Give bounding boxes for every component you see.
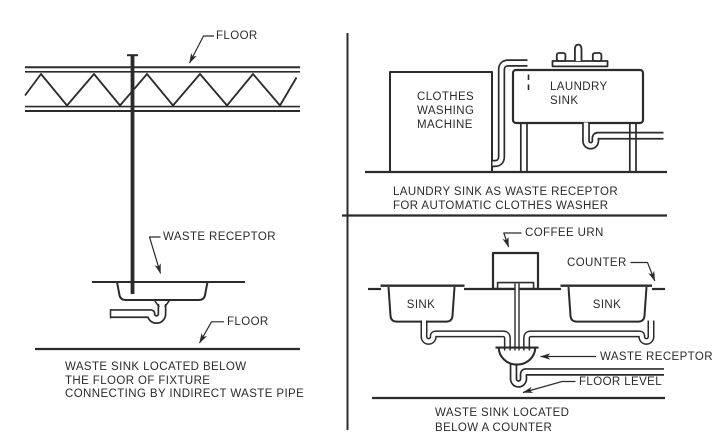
- waste-receptor-basin: [116, 281, 209, 301]
- faucet-left-handle: [555, 52, 567, 62]
- laundry-sink-box: [511, 68, 645, 125]
- floor-bottom-leader-arrow: [198, 321, 224, 344]
- floor-top-label: FLOOR: [216, 30, 258, 42]
- counter-leader-arrow: [630, 261, 656, 282]
- bottom-right-panel-drawing: [368, 232, 665, 400]
- washer-hose-inner: [492, 61, 528, 166]
- waste-receptor-leader-arrow: [148, 236, 162, 274]
- clothes-washer-label: CLOTHES WASHING MACHINE: [417, 90, 474, 132]
- faucet-right-handle: [591, 52, 603, 62]
- counter-right-sink-basin: [567, 286, 648, 323]
- caption-line: FOR AUTOMATIC CLOTHES WASHER: [393, 199, 609, 212]
- left-panel-drawing: [24, 35, 300, 351]
- truss-floor-drawing: [24, 66, 300, 112]
- label-line: LAUNDRY: [550, 81, 608, 93]
- laundry-sink-label: LAUNDRY SINK: [550, 80, 608, 108]
- drain-funnel-right-flare: [164, 300, 170, 308]
- coffee-urn-label: COFFEE URN: [525, 227, 604, 239]
- truss-web-zigzag: [24, 73, 298, 107]
- coffee-urn-leader-arrow: [502, 232, 522, 248]
- right-sink-drain-inner: [524, 320, 653, 351]
- floor-level-leader-arrow: [522, 380, 576, 394]
- drain-funnel-left-flare: [154, 300, 160, 308]
- coffee-urn-box: [491, 251, 540, 290]
- sink-legs: [519, 123, 637, 171]
- floor-top-leader-arrow: [188, 35, 214, 64]
- label-line: WASHING: [417, 105, 475, 117]
- top-right-caption: LAUNDRY SINK AS WASTE RECEPTOR FOR AUTOM…: [393, 186, 618, 213]
- label-line: SINK: [550, 95, 579, 107]
- floor-bottom-label: FLOOR: [227, 316, 269, 328]
- faucet-drawing: [551, 43, 609, 68]
- counter-label: COUNTER: [567, 257, 627, 269]
- caption-line: THE FLOOR OF FIXTURE: [65, 374, 211, 387]
- left-panel-caption: WASTE SINK LOCATED BELOW THE FLOOR OF FI…: [65, 361, 304, 402]
- receptor-bowl-trap-inner: [511, 360, 664, 387]
- waste-receptor-bowl: [497, 347, 537, 366]
- floor-level-label: FLOOR LEVEL: [579, 376, 663, 388]
- laundry-sink-trap-inner: [583, 122, 664, 148]
- top-right-panel-drawing: [365, 43, 667, 174]
- receptor-trap-inner: [110, 304, 165, 323]
- waste-receptor-label: WASTE RECEPTOR: [163, 231, 276, 243]
- panel-dividers: [342, 33, 667, 430]
- caption-line: CONNECTING BY INDIRECT WASTE PIPE: [65, 388, 305, 400]
- faucet-spout: [574, 43, 583, 61]
- caption-line: LAUNDRY SINK AS WASTE RECEPTOR: [393, 186, 619, 198]
- left-sink-label: SINK: [406, 299, 436, 311]
- label-line: CLOTHES: [417, 91, 475, 103]
- right-sink-label: SINK: [592, 299, 622, 311]
- caption-line: WASTE SINK LOCATED: [435, 407, 570, 419]
- bottom-right-caption: WASTE SINK LOCATED BELOW A COUNTER: [435, 406, 569, 436]
- caption-line: WASTE SINK LOCATED BELOW: [65, 361, 247, 373]
- label-line: MACHINE: [417, 119, 473, 131]
- clothes-washer-box: [389, 71, 493, 173]
- waste-receptor-label-bottom: WASTE RECEPTOR: [600, 351, 713, 363]
- coffee-urn-base: [496, 281, 535, 289]
- caption-line: BELOW A COUNTER: [435, 422, 553, 434]
- left-sink-drain-inner: [422, 320, 510, 351]
